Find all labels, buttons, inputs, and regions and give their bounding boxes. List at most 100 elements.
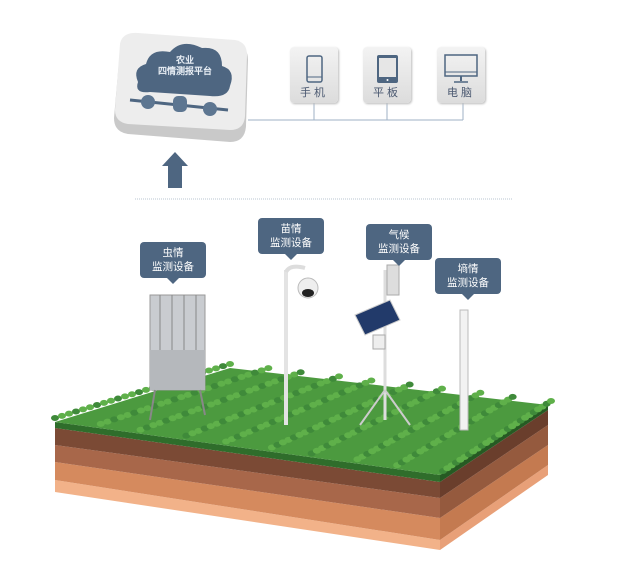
plant <box>255 404 264 411</box>
farm-field <box>51 264 555 550</box>
plant <box>110 416 119 423</box>
plant <box>218 418 227 425</box>
plant <box>51 415 59 421</box>
plant <box>264 380 273 387</box>
plant <box>249 406 258 413</box>
plant <box>303 404 312 411</box>
plant <box>258 383 267 390</box>
plant <box>190 389 199 396</box>
phone-icon <box>306 55 323 83</box>
plant <box>256 423 265 430</box>
plant <box>290 371 299 378</box>
weather-station-device <box>354 264 411 426</box>
plant <box>344 387 353 394</box>
client-tablet: 平板 <box>363 47 411 103</box>
soil-moisture-device <box>459 309 469 431</box>
plant <box>182 432 191 439</box>
plant <box>58 412 66 419</box>
plant <box>332 392 341 399</box>
plant <box>200 425 209 432</box>
plant <box>157 400 166 407</box>
plant <box>128 391 136 398</box>
plant <box>136 426 145 433</box>
plant <box>213 399 222 406</box>
plant <box>86 404 94 411</box>
insect-monitor-device <box>149 294 206 421</box>
plant <box>226 361 234 367</box>
plant <box>309 401 318 408</box>
plant <box>438 385 446 392</box>
plant <box>232 392 241 399</box>
weather-monitor-label: 气候 监测设备 <box>366 224 432 266</box>
crop-camera-device <box>284 264 319 425</box>
client-phone: 手机 <box>290 47 338 103</box>
plant <box>224 378 233 385</box>
plant <box>207 401 216 408</box>
plant <box>367 377 376 384</box>
plant <box>316 380 325 387</box>
cloud-platform-icon <box>114 32 248 142</box>
label-line1: 苗情 <box>280 223 302 235</box>
plant <box>142 424 151 431</box>
label-line2: 监测设备 <box>270 237 312 249</box>
label-line1: 虫情 <box>162 247 184 259</box>
plant <box>291 409 300 416</box>
plant <box>135 389 143 396</box>
plant <box>273 397 282 404</box>
plant <box>261 401 270 408</box>
plant <box>143 405 152 412</box>
crop-monitor-label: 苗情 监测设备 <box>258 218 324 260</box>
plant <box>257 367 266 374</box>
client-computer: 电脑 <box>437 47 485 103</box>
insect-monitor-label: 虫情 监测设备 <box>140 242 206 284</box>
plant <box>188 430 197 437</box>
plant <box>297 406 306 413</box>
plant <box>326 394 335 401</box>
plant <box>268 419 277 425</box>
plant <box>222 438 231 445</box>
tablet-icon <box>377 55 398 83</box>
plant <box>183 391 192 398</box>
plant <box>212 420 221 427</box>
plant <box>286 411 295 418</box>
plant <box>251 385 260 392</box>
label-line1: 气候 <box>388 229 410 241</box>
plant <box>181 410 190 417</box>
plant <box>231 413 240 420</box>
plant <box>149 422 158 429</box>
plant <box>230 376 239 383</box>
plant <box>335 373 343 380</box>
label-line2: 监测设备 <box>378 243 420 255</box>
plant <box>274 416 283 423</box>
plant <box>163 398 172 405</box>
plant <box>100 399 108 406</box>
platform-title-line1: 农业 <box>175 56 194 66</box>
plant <box>103 418 112 425</box>
plant <box>237 374 246 381</box>
plant <box>251 426 260 433</box>
plant <box>286 392 295 399</box>
plant <box>292 389 301 396</box>
client-label: 电脑 <box>447 86 475 99</box>
plant <box>136 407 145 414</box>
plant <box>162 417 171 424</box>
connection-lines <box>135 103 512 200</box>
soil-monitor-label: 墒情 监测设备 <box>435 258 501 300</box>
plant <box>296 369 305 376</box>
plant <box>361 379 370 386</box>
label-line1: 墒情 <box>457 263 479 275</box>
plant <box>219 396 228 403</box>
plant <box>298 387 307 394</box>
plant <box>114 395 122 402</box>
plant <box>277 376 286 383</box>
plant <box>96 420 105 427</box>
plant <box>205 367 213 374</box>
plant <box>355 382 364 389</box>
plant <box>244 371 253 378</box>
plant <box>322 378 331 385</box>
plant <box>338 389 347 396</box>
plant <box>130 409 139 416</box>
plant <box>116 414 125 421</box>
crop-plants <box>51 361 555 474</box>
